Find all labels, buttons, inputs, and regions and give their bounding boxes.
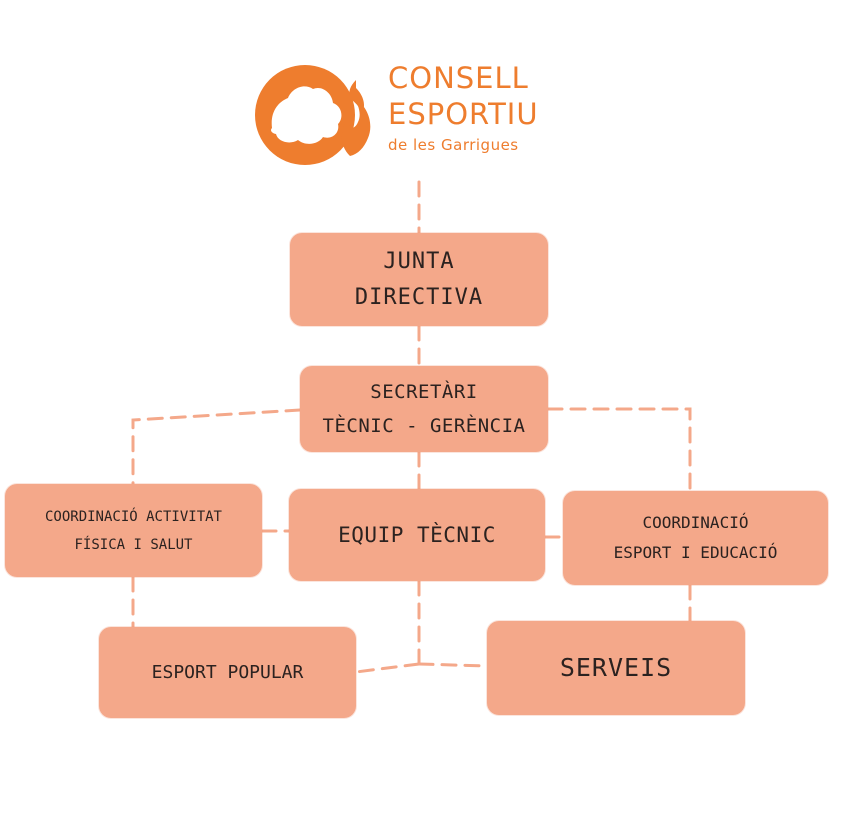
node-junta-directiva: JUNTA DIRECTIVA bbox=[290, 233, 548, 326]
node-serveis: SERVEIS bbox=[487, 621, 745, 715]
logo-wordmark: CONSELL ESPORTIU de les Garrigues bbox=[388, 60, 539, 156]
connector-bottom-serveis bbox=[417, 662, 489, 668]
logo-line-garrigues: de les Garrigues bbox=[388, 136, 519, 154]
connector-secretari-activitat bbox=[131, 408, 302, 486]
connector-bottom-popular bbox=[354, 662, 421, 674]
node-equip-tecnic: EQUIP TÈCNIC bbox=[289, 489, 545, 581]
node-label: ESPORT POPULAR bbox=[151, 661, 304, 683]
consell-esportiu-logo: CONSELL ESPORTIU de les Garrigues bbox=[250, 58, 570, 168]
node-label: JUNTA DIRECTIVA bbox=[354, 248, 484, 310]
node-coordinacio-activitat-fisica: COORDINACIÓ ACTIVITAT FÍSICA I SALUT bbox=[5, 484, 262, 577]
node-label: COORDINACIÓ ACTIVITAT FÍSICA I SALUT bbox=[44, 508, 222, 553]
node-esport-popular: ESPORT POPULAR bbox=[99, 627, 356, 718]
logo-flame-icon bbox=[255, 65, 371, 165]
node-secretari-tecnic: SECRETÀRI TÈCNIC - GERÈNCIA bbox=[300, 366, 548, 452]
node-label: EQUIP TÈCNIC bbox=[338, 523, 496, 547]
logo-line-esportiu: ESPORTIU bbox=[388, 97, 539, 131]
node-label: SERVEIS bbox=[559, 653, 673, 682]
node-label: COORDINACIÓ ESPORT I EDUCACIÓ bbox=[613, 513, 778, 562]
connector-secretari-educacio bbox=[546, 407, 692, 493]
logo-line-consell: CONSELL bbox=[388, 61, 529, 95]
node-coordinacio-esport-educacio: COORDINACIÓ ESPORT I EDUCACIÓ bbox=[563, 491, 828, 585]
node-label: SECRETÀRI TÈCNIC - GERÈNCIA bbox=[322, 381, 526, 437]
